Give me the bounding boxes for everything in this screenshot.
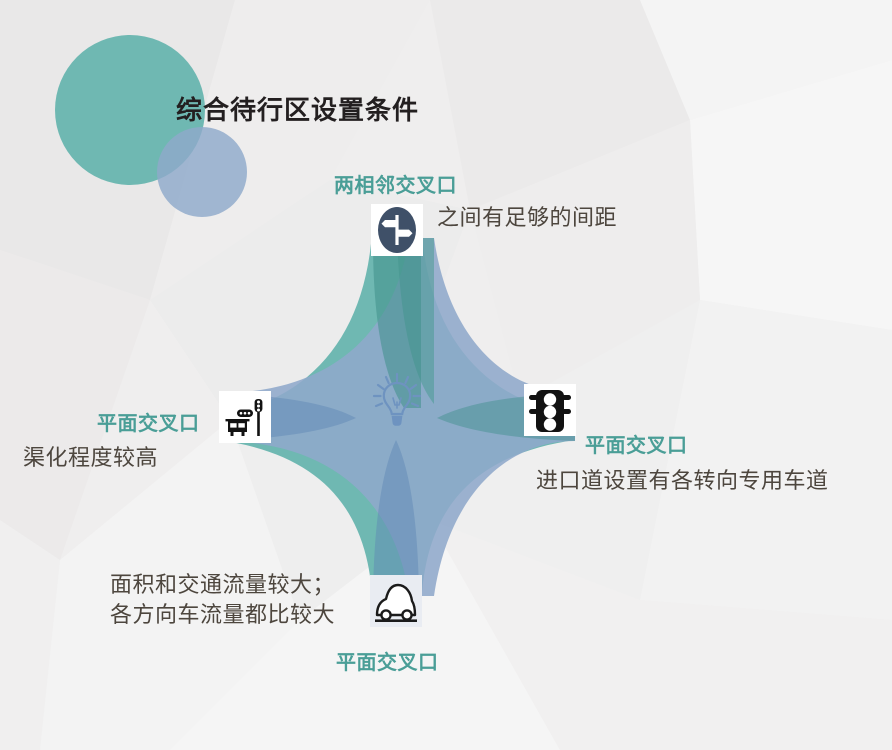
lightbulb-icon [372, 372, 422, 426]
node-bottom-icon-tile[interactable] [370, 575, 422, 627]
node-right-heading: 平面交叉口 [585, 435, 688, 457]
overlap-bottom-wedge [373, 440, 419, 596]
page-title: 综合待行区设置条件 [176, 95, 420, 125]
node-left-body: 渠化程度较高 [23, 445, 159, 470]
node-right-icon-tile[interactable] [524, 384, 576, 436]
node-bottom-heading: 平面交叉口 [336, 652, 439, 674]
node-bottom-body-line2: 各方向车流量都比较大 [110, 602, 336, 628]
center-lightbulb [371, 372, 423, 430]
node-top-body: 之间有足够的间距 [437, 205, 618, 230]
node-bottom-body-line1: 面积和交通流量较大； [110, 572, 336, 597]
node-left-heading: 平面交叉口 [97, 413, 200, 435]
node-top-icon-tile[interactable] [371, 204, 423, 256]
node-right-body: 进口道设置有各转向专用车道 [536, 468, 829, 493]
car-traffic-light-icon [225, 399, 263, 436]
node-left-icon-tile[interactable] [219, 391, 271, 443]
signpost-icon [378, 207, 416, 253]
traffic-light-icon [529, 390, 571, 432]
node-bottom-body: 面积和交通流量较大； 各方向车流量都比较大 [110, 570, 335, 631]
node-top-heading: 两相邻交叉口 [334, 175, 457, 197]
blue-circle [157, 127, 247, 217]
overlap-upper-wedge-2 [373, 240, 421, 408]
car-outline-icon [375, 583, 417, 622]
